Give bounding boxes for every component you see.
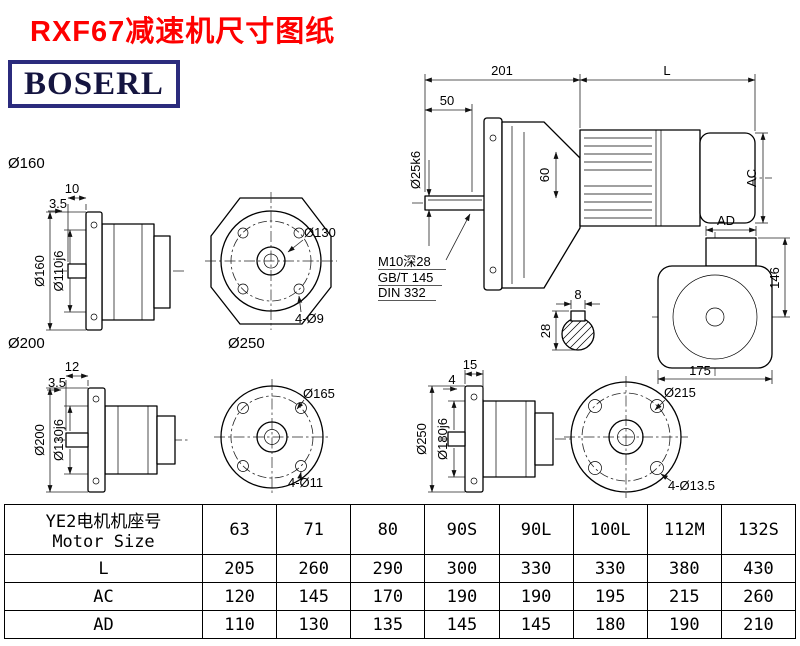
dim-50: 50: [440, 93, 454, 108]
table-cell: 260: [720, 582, 797, 611]
dimension-table: YE2电机机座号 Motor Size 63 71 80 90S 90L 100…: [4, 504, 797, 639]
table-cell: 430: [720, 554, 797, 583]
flange-160-side-view: Ø160 Ø110j6 Ø160 10 3.5: [8, 155, 186, 331]
dim-key-width: 8: [574, 287, 581, 302]
front165-bolt-circle: Ø165: [303, 386, 335, 401]
dim-60: 60: [537, 168, 552, 182]
front165-label: Ø250: [228, 335, 265, 352]
technical-drawing: 201 L 50 Ø25k6: [8, 63, 790, 498]
flange250-dim4: 4: [448, 372, 455, 387]
page-title: RXF67减速机尺寸图纸: [30, 16, 336, 48]
tap-note-line3: DIN 332: [378, 285, 426, 300]
flange160-label: Ø160: [8, 155, 45, 172]
front130-bolt-circle: Ø130: [304, 225, 336, 240]
flange200-spigot: Ø130j6: [51, 419, 66, 461]
front130-holes: 4-Ø9: [295, 311, 324, 326]
table-cell: 145: [424, 610, 500, 639]
table-cell: 260: [276, 554, 352, 583]
table-cell: 190: [498, 582, 574, 611]
flange250-spigot: Ø180j6: [435, 418, 450, 460]
boserl-logo: BOSERL: [8, 60, 180, 108]
logo-text: BOSERL: [24, 65, 164, 102]
table-cell: 300: [424, 554, 500, 583]
table-col-header: 90S: [424, 504, 500, 555]
flange-200-side-view: Ø200 Ø130j6 Ø200 12 3.5: [8, 335, 190, 493]
table-cell: 190: [646, 610, 722, 639]
table-cell: 195: [572, 582, 648, 611]
shaft-tap-note: M10深28 GB/T 145 DIN 332: [378, 213, 471, 301]
table-cell: 210: [720, 610, 797, 639]
dim-AD: AD: [717, 213, 735, 228]
dim-201: 201: [491, 63, 513, 78]
table-col-header: 80: [350, 504, 426, 555]
table-row-AC: AC 120 145 170 190 190 195 215 260: [4, 582, 797, 611]
table-cell: 190: [424, 582, 500, 611]
dim-key-depth: 28: [538, 324, 553, 338]
table-row-label: AC: [4, 582, 203, 611]
table-col-header: 63: [201, 504, 278, 555]
front215-bolt-circle: Ø215: [664, 385, 696, 400]
flange160-spigot: Ø110j6: [51, 251, 66, 292]
tap-note-line1: M10深28: [378, 254, 431, 269]
dim-175: 175: [689, 363, 711, 378]
table-col-header: 132S: [720, 504, 797, 555]
table-cell: 135: [350, 610, 426, 639]
main-assembly-view: 201 L 50 Ø25k6: [408, 63, 772, 291]
table-header-en: Motor Size: [52, 532, 155, 552]
table-col-header: 112M: [646, 504, 722, 555]
table-cell: 120: [201, 582, 278, 611]
table-cell: 330: [572, 554, 648, 583]
table-row-AD: AD 110 130 135 145 145 180 190 210: [4, 610, 797, 639]
table-header-row: YE2电机机座号 Motor Size 63 71 80 90S 90L 100…: [4, 504, 797, 555]
table-row-label: L: [4, 554, 203, 583]
dim-146: 146: [767, 267, 782, 289]
table-col-header: 90L: [498, 504, 574, 555]
dim-L: L: [663, 63, 670, 78]
table-cell: 330: [498, 554, 574, 583]
dim-AC: AC: [744, 169, 759, 187]
flange250-dim15: 15: [463, 357, 477, 372]
flange160-dim35: 3.5: [49, 196, 67, 211]
flange-250-side-view: Ø180j6 Ø250 15 4: [414, 357, 574, 493]
table-header-motor-size: YE2电机机座号 Motor Size: [4, 504, 203, 555]
table-header-cn: YE2电机机座号: [45, 512, 162, 532]
flange200-od: Ø200: [32, 424, 47, 456]
table-row-L: L 205 260 290 300 330 330 380 430: [4, 554, 797, 583]
table-cell: 215: [646, 582, 722, 611]
table-cell: 145: [276, 582, 352, 611]
flange200-dim12: 12: [65, 359, 79, 374]
front165-holes: 4-Ø11: [288, 475, 323, 490]
flange200-label: Ø200: [8, 335, 45, 352]
tap-note-line2: GB/T 145: [378, 270, 433, 285]
table-cell: 145: [498, 610, 574, 639]
front-view-165: Ø250 Ø165 4-Ø11: [214, 335, 335, 495]
table-cell: 380: [646, 554, 722, 583]
table-cell: 130: [276, 610, 352, 639]
table-cell: 205: [201, 554, 278, 583]
front-view-130: Ø130 4-Ø9: [205, 192, 337, 330]
table-cell: 170: [350, 582, 426, 611]
key-cross-section: 8 28: [538, 287, 600, 351]
table-row-label: AD: [4, 610, 203, 639]
flange200-dim35: 3.5: [48, 375, 66, 390]
table-col-header: 100L: [572, 504, 648, 555]
flange160-od: Ø160: [32, 255, 47, 287]
motor-end-view: AD 146 175: [652, 213, 790, 384]
front-view-215: Ø215 4-Ø13.5: [564, 376, 715, 498]
table-col-header: 71: [276, 504, 352, 555]
table-cell: 110: [201, 610, 278, 639]
flange250-od: Ø250: [414, 423, 429, 455]
flange160-dim10: 10: [65, 181, 79, 196]
dim-shaft-diameter: Ø25k6: [408, 151, 423, 189]
table-cell: 180: [572, 610, 648, 639]
table-cell: 290: [350, 554, 426, 583]
front215-holes: 4-Ø13.5: [668, 478, 715, 493]
